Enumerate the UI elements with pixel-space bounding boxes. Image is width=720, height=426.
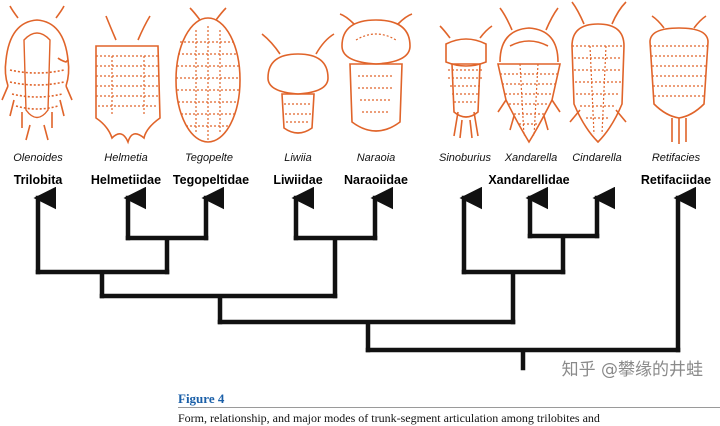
cladogram-tree [33, 186, 696, 371]
node-artiopoda-left [99, 293, 338, 325]
watermark: 知乎 @攀缘的井蛙 [562, 360, 703, 380]
retifacies-illustration [649, 15, 709, 144]
family-label-xandarellidae: Xandarellidae [488, 173, 569, 187]
node-trilobita-clade [35, 269, 170, 299]
genus-label-sinoburius: Sinoburius [439, 152, 491, 164]
family-label-helmetiidae: Helmetiidae [91, 173, 161, 187]
node-main-split [217, 319, 516, 353]
liwiia-illustration [261, 33, 335, 134]
genus-label-helmetia: Helmetia [104, 152, 147, 164]
caption-divider [178, 407, 720, 408]
family-labels: Trilobita Helmetiidae Tegopeltidae Liwii… [14, 173, 711, 187]
family-label-tegopeltidae: Tegopeltidae [173, 173, 249, 187]
sinoburius-illustration [439, 25, 493, 139]
family-label-naraoiidae: Naraoiidae [344, 173, 408, 187]
genus-labels: Olenoides Helmetia Tegopelte Liwiia Nara… [13, 152, 700, 164]
node-xandarella-cindarella [527, 233, 600, 275]
node-xandarellidae [461, 269, 566, 325]
helmetia-illustration [95, 15, 161, 145]
cindarella-illustration [569, 1, 627, 144]
family-label-liwiidae: Liwiidae [273, 173, 322, 187]
naraoia-illustration [339, 13, 413, 132]
genus-label-liwiia: Liwiia [284, 152, 312, 164]
genus-label-tegopelte: Tegopelte [185, 152, 233, 164]
figure-label: Figure 4 [178, 391, 225, 406]
figure-caption: Form, relationship, and major modes of t… [178, 411, 600, 425]
olenoides-illustration [1, 5, 73, 141]
family-label-retifaciidae: Retifaciidae [641, 173, 711, 187]
family-label-trilobita: Trilobita [14, 173, 64, 187]
node-helmetiidae-tegopeltidae [125, 235, 209, 275]
node-root [365, 347, 681, 371]
genus-label-xandarella: Xandarella [504, 152, 558, 164]
genus-label-cindarella: Cindarella [572, 152, 622, 164]
fossil-illustrations [1, 1, 709, 145]
xandarella-illustration [497, 7, 561, 144]
genus-label-naraoia: Naraoia [357, 152, 396, 164]
genus-label-olenoides: Olenoides [13, 152, 63, 164]
tegopelte-illustration [175, 7, 241, 143]
node-liwiidae-naraoiidae [293, 235, 378, 299]
genus-label-retifacies: Retifacies [652, 152, 701, 164]
